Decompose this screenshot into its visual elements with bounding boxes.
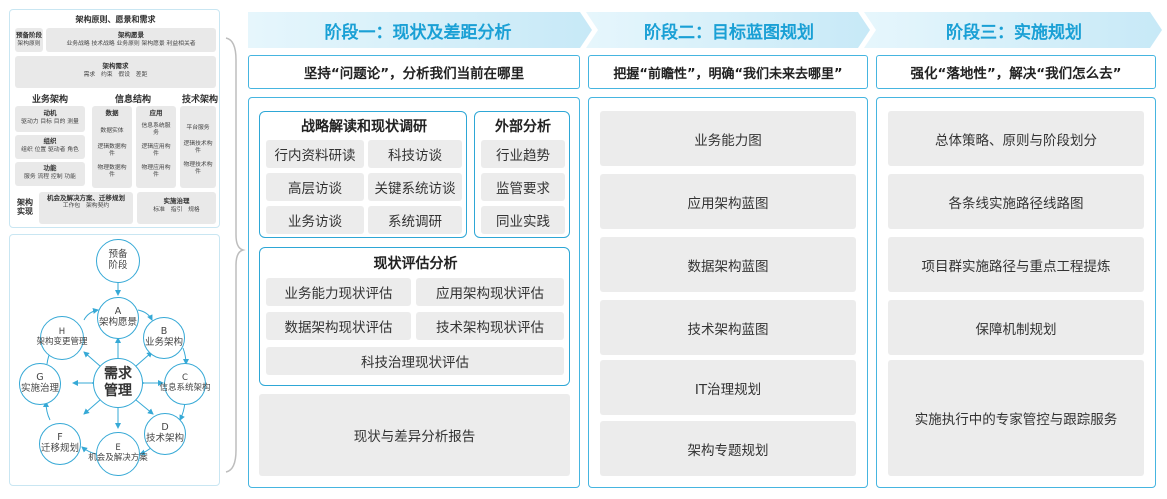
biz-function-cell: 功能 服务 流程 控制 功能 (15, 162, 85, 186)
implementation-label: 架构实现 (17, 198, 33, 216)
strategy-item: 业务访谈 (266, 206, 364, 234)
prelim-phase-node: 预备阶段 (96, 239, 140, 283)
strategy-item: 行内资料研读 (266, 140, 364, 168)
data-column: 数据 数据实体 逻辑数据构件 物理数据构件 (92, 106, 132, 188)
strategy-item: 高层访谈 (266, 173, 364, 201)
phase1-slogan: 坚持“问题论”，分析我们当前在哪里 (248, 55, 580, 89)
implementation-item: 项目群实施路径与重点工程提炼 (888, 237, 1144, 292)
implementation-item: 实施执行中的专家管控与跟踪服务 (888, 360, 1144, 476)
phase-b-node: B 业务架构 (143, 317, 185, 359)
blueprint-item: 架构专题规划 (600, 421, 856, 476)
phase-e-node: E 机会及解决方案 (88, 432, 148, 476)
strategy-research-title: 战略解读和现状调研 (301, 119, 427, 135)
strategy-item: 系统调研 (368, 206, 462, 234)
phase-d-node: D 技术架构 (144, 413, 186, 455)
blueprint-item: IT治理规划 (600, 360, 856, 415)
assessment-item: 应用架构现状评估 (416, 278, 564, 306)
prelim-cell: 预备阶段 架构原则 (15, 28, 43, 52)
biz-organization-cell: 组织 组织 位置 驱动者 角色 (15, 135, 85, 159)
implementation-item: 各条线实施路径线路图 (888, 174, 1144, 229)
status-assessment-title: 现状评估分析 (373, 256, 458, 272)
blueprint-item: 业务能力图 (600, 111, 856, 166)
assessment-item: 技术架构现状评估 (416, 312, 564, 340)
phase2-title: 阶段二：目标蓝图规划 (644, 22, 814, 43)
blueprint-item: 技术架构蓝图 (600, 300, 856, 355)
implementation-item: 总体策略、原则与阶段划分 (888, 111, 1144, 166)
phase2-slogan: 把握“前瞻性”，明确“我们未来去哪里” (588, 55, 868, 89)
vision-cell: 架构愿景 业务战略 技术战略 业务原则 架构愿景 利益相关者 (46, 28, 216, 52)
phase-h-node: H 架构变更管理 (37, 316, 88, 360)
assessment-item: 科技治理现状评估 (266, 347, 564, 375)
technology-column: 平台服务 逻辑技术构件 物理技术构件 (180, 106, 216, 188)
info-structure-heading: 信息结构 (114, 95, 151, 105)
opportunities-cell: 机会及解决方案、迁移规划 工作包 架构契约 (39, 192, 133, 224)
requirements-cell: 架构需求 需求 约束 假设 差距 (15, 56, 216, 88)
business-arch-heading: 业务架构 (31, 95, 68, 105)
requirements-management-hub: 需求管理 (93, 358, 143, 408)
architecture-content-panel: 架构原则、愿景和需求 预备阶段 架构原则 架构愿景 业务战略 技术战略 业务原则… (9, 9, 220, 228)
external-item: 同业实践 (481, 206, 565, 234)
status-assessment-box: 现状评估分析 业务能力现状评估 应用架构现状评估 数据架构现状评估 技术架构现状… (259, 247, 570, 386)
external-item: 行业趋势 (481, 140, 565, 168)
phase-c-node: C 信息系统架构 (160, 363, 211, 405)
external-analysis-title: 外部分析 (495, 119, 551, 135)
strategy-item: 关键系统访谈 (368, 173, 462, 201)
implementation-item: 保障机制规划 (888, 300, 1144, 355)
blueprint-item: 数据架构蓝图 (600, 237, 856, 292)
biz-motivation-cell: 动机 驱动力 目标 目的 测量 (15, 106, 85, 132)
content-title: 架构原则、愿景和需求 (75, 14, 156, 24)
phase-a-node: A 架构愿景 (97, 297, 139, 339)
phase1-title: 阶段一：现状及差距分析 (324, 22, 512, 43)
phase-f-node: F 迁移规划 (39, 423, 81, 465)
strategy-item: 科技访谈 (368, 140, 462, 168)
strategy-research-box: 战略解读和现状调研 行内资料研读 科技访谈 高层访谈 关键系统访谈 业务访谈 系… (259, 111, 467, 238)
external-item: 监管要求 (481, 173, 565, 201)
gap-analysis-report: 现状与差异分析报告 (259, 394, 570, 476)
governance-cell: 实施治理 标准 指引 规格 (137, 192, 216, 224)
blueprint-item: 应用架构蓝图 (600, 174, 856, 229)
phase-g-node: G 实施治理 (19, 363, 61, 405)
phase3-slogan: 强化“落地性”，解决“我们怎么去” (876, 55, 1156, 89)
phase3-title: 阶段三：实施规划 (946, 22, 1082, 43)
assessment-item: 数据架构现状评估 (266, 312, 411, 340)
assessment-item: 业务能力现状评估 (266, 278, 411, 306)
external-analysis-box: 外部分析 行业趋势 监管要求 同业实践 (474, 111, 570, 238)
application-column: 应用 信息系统服务 逻辑应用构件 物理应用构件 (136, 106, 176, 188)
tech-arch-heading: 技术架构 (181, 95, 218, 105)
